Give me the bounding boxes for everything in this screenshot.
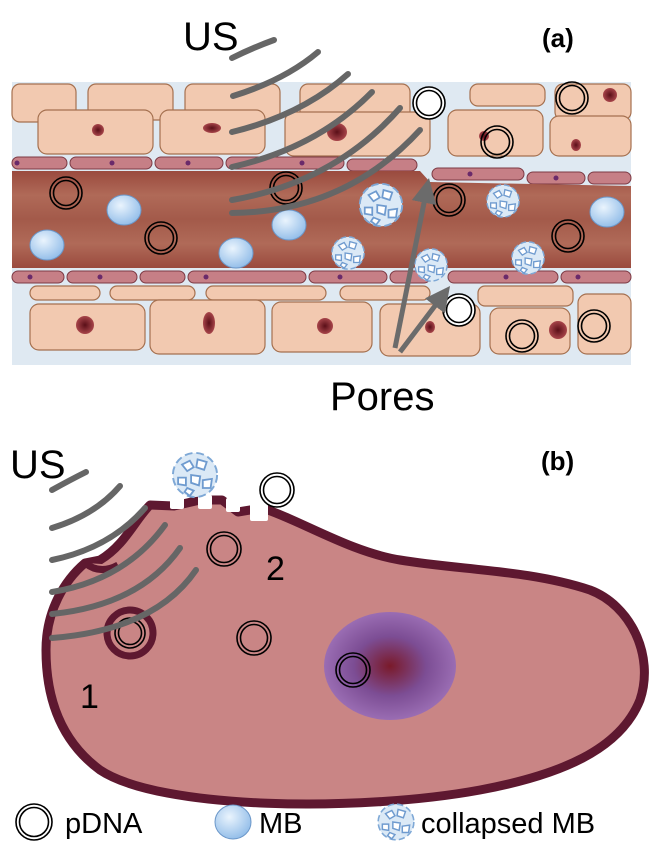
collapsed-microbubble-icon [415, 249, 447, 281]
microbubble-icon [219, 238, 253, 268]
endothelium-lower [12, 271, 631, 283]
legend-label-mb: MB [259, 808, 303, 840]
microbubble-icon [30, 230, 64, 260]
panel-b: US (b) 1 2 [10, 443, 644, 804]
pdna-ring-icon [16, 804, 52, 840]
collapsed-microbubble-icon [378, 804, 414, 840]
collapsed-microbubble-icon [512, 242, 544, 274]
pdna-ring-icon [443, 294, 475, 326]
panel-b-label: (b) [541, 446, 574, 476]
us-label-a: US [183, 15, 239, 59]
pathway-1-label: 1 [80, 678, 99, 716]
legend-item-mb: MB [215, 805, 303, 840]
panel-a: US (a) Pores [12, 15, 631, 419]
pores-label: Pores [330, 375, 435, 419]
legend-label-collapsed-mb: collapsed MB [421, 808, 595, 840]
pdna-ring-icon [260, 473, 294, 507]
legend-label-pdna: pDNA [65, 808, 143, 840]
pdna-ring-icon [413, 87, 445, 119]
panel-a-label: (a) [542, 23, 574, 53]
legend-item-pdna: pDNA [16, 804, 143, 840]
microbubble-icon [107, 195, 141, 225]
legend-item-collapsed-mb: collapsed MB [378, 804, 595, 840]
pathway-2-label: 2 [266, 550, 285, 588]
collapsed-microbubble-icon [487, 185, 519, 217]
legend: pDNA MB collapsed MB [16, 804, 595, 840]
microbubble-icon [215, 805, 251, 839]
microbubble-icon [272, 210, 306, 240]
collapsed-microbubble-icon [332, 237, 364, 269]
collapsed-microbubble-icon [173, 453, 217, 497]
cell-nucleus [324, 612, 456, 720]
collapsed-microbubble-icon [360, 184, 403, 227]
us-label-b: US [10, 443, 66, 487]
microbubble-icon [590, 197, 624, 227]
